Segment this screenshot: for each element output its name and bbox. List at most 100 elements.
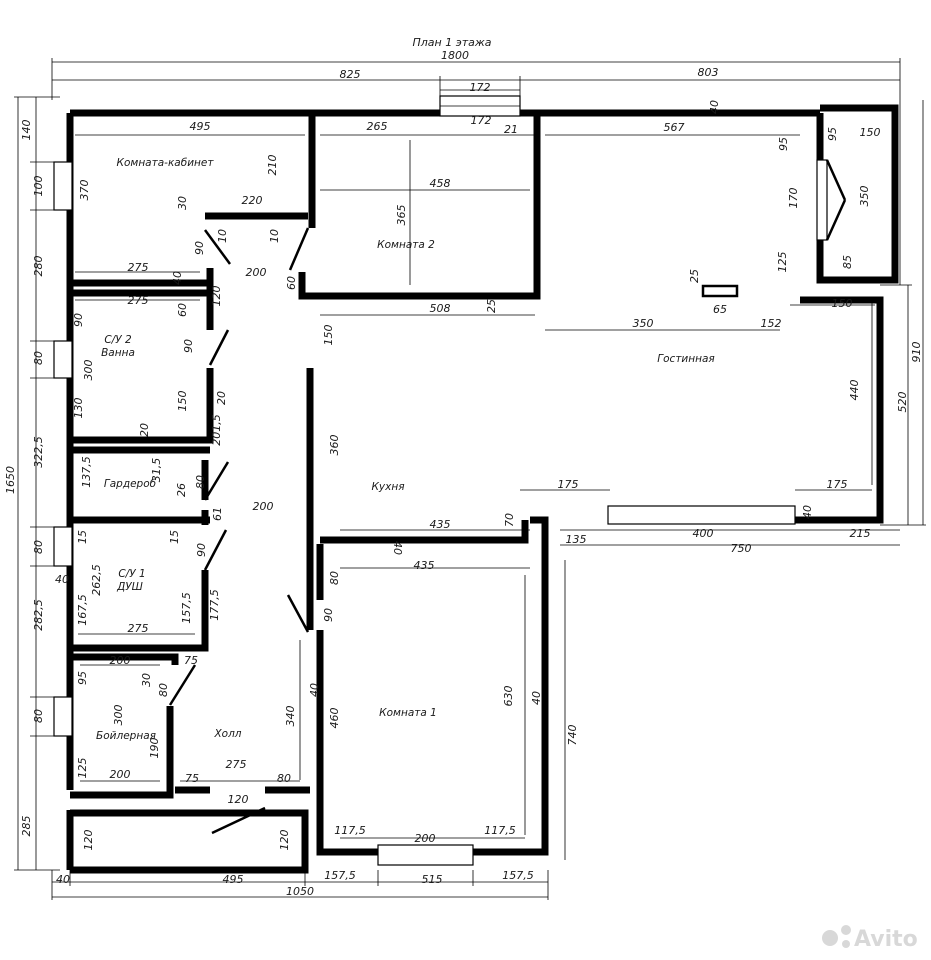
dim-h-120: 120 (228, 793, 249, 806)
room-labels: Комната-кабинет Комната 2 Гостинная С/У … (96, 157, 715, 742)
dim-bo-190: 190 (148, 738, 161, 759)
dim-top-left: 825 (340, 68, 361, 81)
dim-g-80: 80 (194, 475, 207, 489)
dim-liv-440: 440 (848, 380, 861, 401)
plan-title: План 1 этажа (412, 36, 491, 49)
watermark-dot-1 (822, 930, 838, 946)
windows (53, 95, 828, 866)
dim-ext-520: 520 (896, 392, 909, 413)
dim-bo-30: 30 (140, 673, 153, 687)
dim-bo-95: 95 (76, 671, 89, 685)
room-label-bath1-line1: С/У 1 (118, 568, 145, 580)
dim-r2-458: 458 (430, 177, 451, 190)
dim-top-right: 803 (698, 66, 719, 79)
dim-b-157a: 157,5 (324, 869, 356, 882)
dim-liv-150: 150 (832, 297, 853, 310)
dim-r1-200: 200 (415, 832, 436, 845)
dim-cab-width: 495 (190, 120, 211, 133)
dim-bo-300: 300 (112, 705, 125, 726)
room-label-bath1-line2: ДУШ (116, 581, 143, 593)
dim-ter-120a: 120 (82, 830, 95, 851)
dim-cab-370: 370 (78, 180, 91, 201)
dim-liv-350: 350 (633, 317, 654, 330)
dim-cab-210: 210 (266, 155, 279, 176)
dim-cab-220: 220 (242, 194, 263, 207)
door-room2 (288, 227, 310, 271)
dim-h-80: 80 (277, 772, 291, 785)
dim-cab-90: 90 (193, 241, 206, 255)
dimension-lines (14, 58, 926, 900)
dim-h-75: 75 (185, 772, 199, 785)
door-bath2 (208, 329, 230, 366)
dim-r1-630: 630 (502, 686, 515, 707)
room-label-room2: Комната 2 (377, 239, 435, 251)
dim-liv-25: 25 (688, 269, 701, 283)
dim-liv-750: 750 (731, 542, 752, 555)
dim-b-40: 40 (56, 873, 70, 886)
dim-bath2-130: 130 (72, 398, 85, 419)
dim-h-40: 40 (308, 683, 321, 697)
dim-r2-172: 172 (471, 114, 492, 127)
dim-b-1050: 1050 (286, 885, 314, 898)
dim-r1-40: 40 (530, 691, 543, 705)
dim-v-120-a: 120 (210, 286, 223, 307)
dim-h-275: 275 (226, 758, 247, 771)
dim-k-150: 150 (322, 325, 335, 346)
watermark-text: Avito (854, 927, 918, 952)
dim-g-26: 26 (175, 483, 188, 497)
dim-l-280: 280 (32, 256, 45, 277)
dim-k-40: 40 (391, 541, 404, 555)
dim-liv-95: 95 (777, 137, 790, 151)
window-left-3 (53, 526, 73, 567)
dim-r2-25: 25 (485, 299, 498, 313)
dim-bo-75: 75 (184, 654, 198, 667)
dim-r1-117a: 117,5 (334, 824, 366, 837)
dim-cab-40: 40 (171, 271, 184, 285)
door-boiler (168, 664, 197, 706)
dim-hall-200-mid: 200 (253, 500, 274, 513)
door-bay-b (825, 199, 847, 241)
dim-l-80a: 80 (32, 351, 45, 365)
dim-l-282: 282,5 (32, 599, 45, 631)
dim-b1-177: 177,5 (208, 589, 221, 621)
dim-ext-95-tr: 95 (826, 127, 839, 141)
dim-bath2-201: 201,5 (210, 414, 223, 446)
dim-h-340: 340 (284, 706, 297, 727)
window-left-2 (53, 340, 73, 379)
dim-r1-117b: 117,5 (484, 824, 516, 837)
dimension-labels-horizontal: 1800 825 803 172 495 265 172 21 567 150 … (56, 49, 881, 898)
dim-r2-21: 21 (504, 123, 518, 136)
dim-b1-262: 262,5 (90, 564, 103, 596)
dim-liv-65: 65 (713, 303, 727, 316)
dim-b1-167: 167,5 (76, 594, 89, 626)
dim-ext-910: 910 (910, 342, 923, 363)
dim-b1-157: 157,5 (180, 592, 193, 624)
dim-v-40-top: 40 (708, 100, 721, 114)
door-entrance (211, 806, 266, 835)
dim-cab-30: 30 (176, 196, 189, 210)
doors (168, 159, 847, 835)
dim-ext-85-tr: 85 (841, 255, 854, 269)
dim-total-width: 1800 (441, 49, 469, 62)
dim-bath2-20: 20 (215, 391, 228, 405)
room-label-living: Гостинная (657, 353, 714, 365)
door-kitchen (286, 594, 310, 633)
dim-k-435a: 435 (430, 518, 451, 531)
dim-k-435b: 435 (414, 559, 435, 572)
room-label-room1: Комната 1 (379, 707, 437, 719)
dim-b-515: 515 (422, 873, 443, 886)
dim-k-360: 360 (328, 435, 341, 456)
window-bay (816, 159, 828, 241)
dim-g-31: 31,5 (150, 458, 163, 483)
dim-bath2-150: 150 (176, 391, 189, 412)
window-left-4 (53, 696, 73, 737)
door-wardrobe (203, 461, 230, 501)
room-label-boiler: Бойлерная (96, 730, 156, 742)
dim-cab-275: 275 (128, 261, 149, 274)
dim-l-80b: 80 (32, 540, 45, 554)
dim-liv-170: 170 (787, 188, 800, 209)
dim-bo-80: 80 (157, 683, 170, 697)
dim-bath2-60: 60 (176, 303, 189, 317)
door-bath1 (203, 529, 228, 571)
